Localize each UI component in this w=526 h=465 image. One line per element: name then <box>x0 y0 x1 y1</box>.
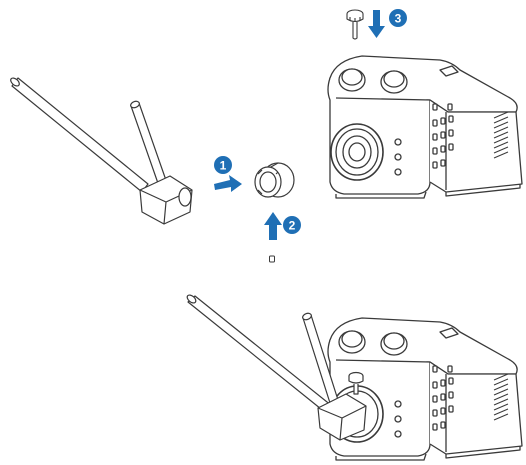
svg-text:2: 2 <box>289 219 296 233</box>
step-1-badge: 1 <box>214 156 232 174</box>
step-3-badge: 3 <box>389 9 407 27</box>
svg-text:1: 1 <box>220 159 227 173</box>
svg-text:3: 3 <box>395 12 402 26</box>
set-screw <box>269 255 275 263</box>
thumb-screw <box>346 9 364 40</box>
arrow-right-icon <box>214 175 242 192</box>
light-source-unit-assembled <box>327 317 523 461</box>
arrow-up-icon <box>264 212 282 240</box>
adapter-ring <box>254 162 295 198</box>
light-guide-gooseneck-exploded <box>10 77 193 225</box>
arrow-down-icon <box>368 10 385 38</box>
light-guide-gooseneck-assembled <box>186 294 367 441</box>
step-2-badge: 2 <box>283 216 301 234</box>
light-source-unit-top <box>327 55 523 199</box>
